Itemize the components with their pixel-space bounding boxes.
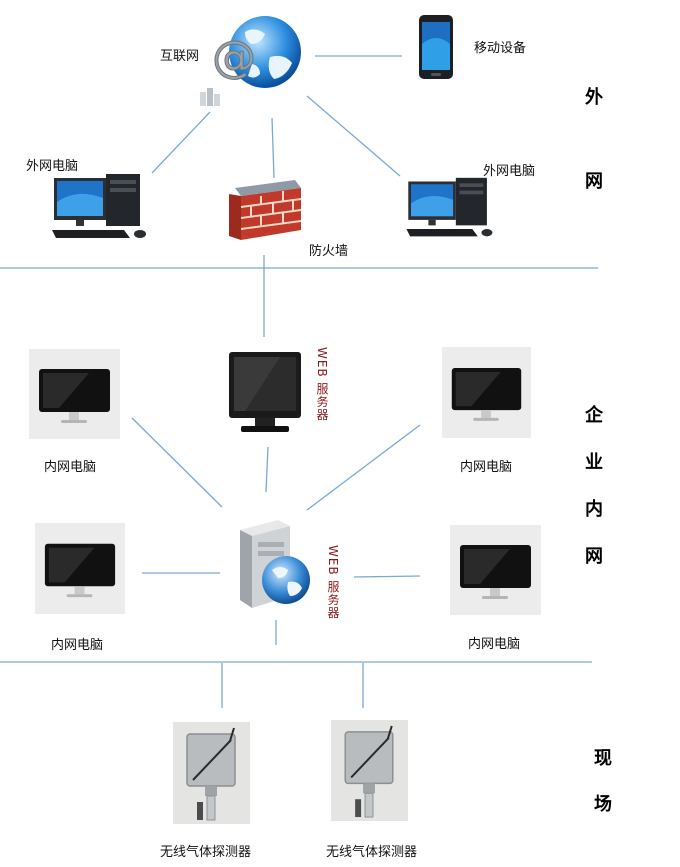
desktop-computer-icon [404,176,504,244]
desktop-computer-icon [52,172,156,246]
zone-label-external-2: 网 [585,171,603,192]
zone-label-field-2: 场 [594,794,612,815]
external-pc-left-label: 外网电脑 [26,159,79,174]
zone-label-intranet-2: 业 [585,452,603,473]
firewall-label: 防火墙 [309,244,349,259]
link-internet-pc-left [151,111,211,174]
external-pc-right-label: 外网电脑 [483,164,536,179]
web-server-top-label: WEB 服务器 [315,347,329,422]
zone-label-field-1: 现 [594,748,612,769]
link-webserver-center [265,446,269,493]
intranet-pc-bottom-right [450,525,541,615]
svg-text:@: @ [212,32,256,83]
zone-label-intranet-3: 内 [585,499,603,520]
mobile-phone-icon [418,14,454,84]
intranet-pc-bottom-right-label: 内网电脑 [468,637,521,652]
firewall-icon [225,178,305,252]
mobile-label: 移动设备 [474,41,527,56]
monitor-icon [460,545,531,599]
link-center-pc-top-left [131,417,223,508]
zone-label-external-1: 外 [585,87,603,108]
intranet-pc-top-right [442,347,531,438]
intranet-pc-bottom-left-label: 内网电脑 [51,638,104,653]
intranet-pc-top-right-label: 内网电脑 [460,460,513,475]
monitor-icon [39,369,110,423]
web-server-center-label: WEB 服务器 [326,545,340,620]
gas-detector-left [173,722,250,824]
gas-detector-icon [173,722,250,824]
gas-detector-right [331,720,408,821]
gas-detector-left-label: 无线气体探测器 [160,845,252,860]
internet-label: 互联网 [160,49,200,64]
server-globe-icon [232,518,314,617]
gas-detector-icon [331,720,408,821]
gas-detector-right-label: 无线气体探测器 [326,845,418,860]
web-server-monitor-icon [225,348,305,442]
monitor-icon [44,543,116,598]
link-internet-firewall [271,117,275,179]
link-internet-pc-right [306,95,401,177]
internet-globe-icon: @ [200,12,315,111]
zone-label-intranet-1: 企 [585,405,603,426]
intranet-pc-top-left [29,349,120,439]
intranet-pc-top-left-label: 内网电脑 [44,460,97,475]
link-center-pc-bottom-right [353,575,421,578]
monitor-icon [451,368,522,421]
zone-label-intranet-4: 网 [585,546,603,567]
link-center-pc-top-right [306,424,421,511]
intranet-pc-bottom-left [35,523,125,614]
